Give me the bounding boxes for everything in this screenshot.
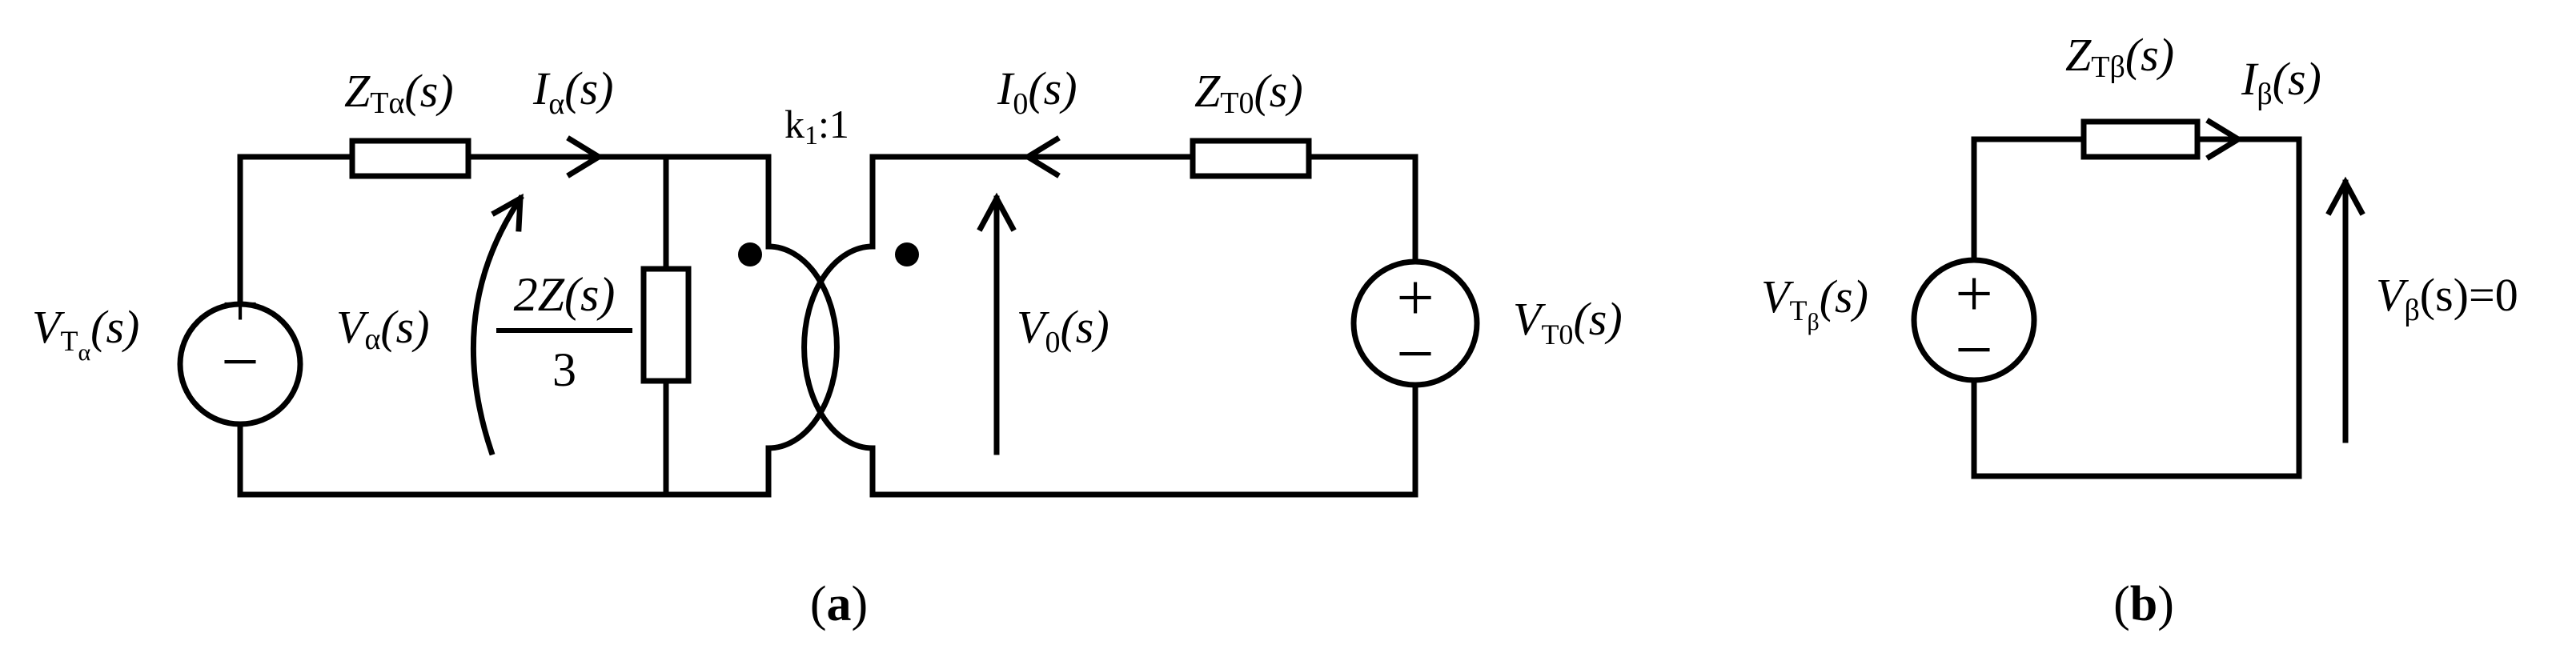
b-label-vtb: VTβ(s) — [1761, 270, 1868, 335]
a-label-v0: V0(s) — [1017, 301, 1109, 359]
a-vta-plus: + — [221, 267, 259, 342]
a-transformer-secondary — [801, 243, 876, 451]
a-source-vta — [177, 301, 303, 427]
a-current-arrow-i0 — [1022, 135, 1061, 178]
a-vt0-plus: + — [1396, 261, 1434, 335]
a-voltage-arrow-v0-head — [977, 192, 1017, 232]
a-label-ia: Iα(s) — [532, 62, 613, 121]
b-label-vb: Vβ(s)=0 — [2376, 269, 2518, 327]
a-dot-secondary — [895, 242, 919, 266]
a-label-turns-ratio: k1:1 — [784, 102, 849, 150]
a-label-i0: I0(s) — [997, 62, 1077, 121]
a-caption: (a) — [810, 577, 868, 631]
b-vtb-plus: + — [1955, 257, 1992, 331]
a-right-top-wire — [869, 154, 1196, 250]
b-right-wire — [1971, 136, 2302, 479]
a-label-vta: VTα(s) — [32, 301, 139, 366]
a-vt0-minus: − — [1396, 317, 1434, 391]
a-label-load-numerator: 2Z(s) — [514, 268, 616, 321]
b-vtb-minus: − — [1955, 313, 1992, 387]
a-source-vt0 — [1350, 258, 1480, 388]
a-current-arrow-ia — [566, 135, 604, 178]
b-label-ztb: ZTβ(s) — [2065, 29, 2174, 84]
a-left-bottom-wire — [237, 421, 772, 498]
b-label-ib: Iβ(s) — [2241, 53, 2321, 111]
b-impedance-ztb — [2080, 118, 2201, 160]
b-left-top-wire — [1971, 136, 2087, 263]
b-caption: (b) — [2113, 577, 2174, 631]
a-label-vt0: VT0(s) — [1513, 293, 1623, 351]
a-dot-primary — [738, 242, 762, 266]
a-right-top-wire-2 — [1306, 154, 1418, 265]
a-label-zta: ZTα(s) — [344, 65, 454, 120]
panel-a-circuit — [177, 135, 1480, 498]
a-impedance-zt0 — [1190, 138, 1312, 179]
a-impedance-zta — [349, 138, 471, 179]
b-voltage-arrow-vb-head — [2325, 176, 2365, 216]
a-transformer-primary — [765, 243, 840, 451]
a-label-va: Vα(s) — [336, 301, 430, 356]
a-voltage-arrow-va-head — [491, 193, 524, 232]
b-current-arrow-ib — [2205, 118, 2244, 161]
b-source-vtb — [1911, 257, 2037, 383]
panel-b-circuit — [1911, 118, 2365, 479]
a-left-top-wire — [237, 154, 355, 307]
a-right-bottom-wire — [869, 382, 1418, 498]
a-label-load-denominator: 3 — [552, 343, 576, 396]
a-load-impedance — [640, 266, 692, 384]
a-voltage-arrow-va — [470, 194, 524, 456]
a-vta-minus: − — [221, 325, 259, 399]
a-label-zt0: ZT0(s) — [1194, 65, 1303, 120]
